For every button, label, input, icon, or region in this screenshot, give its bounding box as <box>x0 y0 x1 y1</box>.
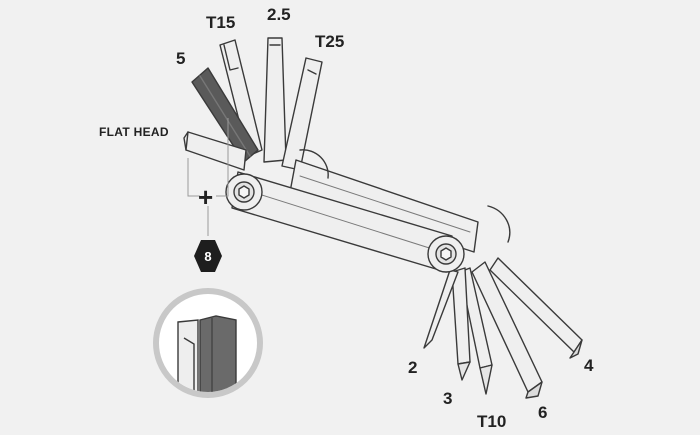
label-t10: T10 <box>477 412 507 431</box>
hex-badge-shape <box>194 240 222 272</box>
hex-key-2-tool <box>423 269 459 349</box>
label-2: 2 <box>408 358 418 377</box>
label-4: 4 <box>584 356 594 375</box>
leader-line-hex-5 <box>216 118 229 197</box>
pivot-bolt-right <box>427 235 465 273</box>
label-8: 8 <box>204 248 212 264</box>
hex-key-5-tool <box>191 67 259 163</box>
plus-icon: + <box>198 182 214 212</box>
label-3: 3 <box>443 389 453 408</box>
hex-key-6-tool <box>471 261 543 399</box>
inset-zoom-circle <box>153 288 263 398</box>
label-2-5: 2.5 <box>267 5 291 24</box>
label-t15: T15 <box>206 13 236 32</box>
hex-key-4-tool <box>489 257 583 359</box>
label-flat-head: FLAT HEAD <box>99 125 169 139</box>
label-5: 5 <box>176 49 186 68</box>
hex-badge-8: 8 <box>192 240 224 272</box>
label-6: 6 <box>538 403 548 422</box>
flat-head-tool <box>183 131 247 171</box>
label-t25: T25 <box>315 32 345 51</box>
pivot-bolt-left <box>225 173 263 211</box>
hex-key-2-5-tool <box>263 37 287 163</box>
hex-key-3-tool <box>451 267 471 381</box>
leader-line-flat-head <box>187 158 200 197</box>
